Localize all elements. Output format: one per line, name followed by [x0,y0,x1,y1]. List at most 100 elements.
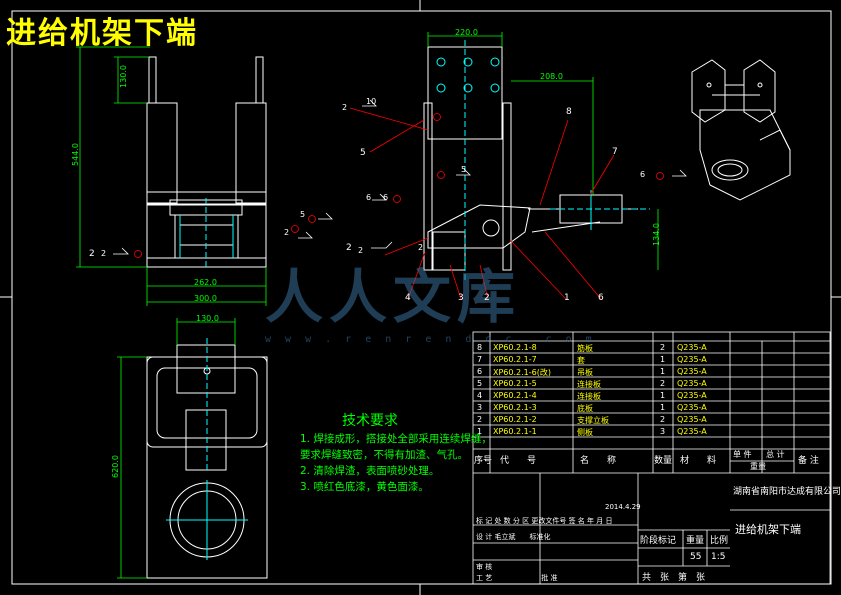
part-balloon: 2 [346,243,352,253]
tech-item: 要求焊缝致密，不得有加渣、气孔。 [300,449,468,461]
header-material: 材 料 [680,456,717,466]
parts-cell-name: 吊板 [577,368,593,377]
drawing-name: 进给机架下端 [735,523,801,536]
parts-cell-no: 7 [477,355,483,364]
parts-cell-no: 1 [477,427,483,436]
parts-cell-code: XP60.2.1-3 [493,403,537,412]
parts-cell-code: XP60.2.1-7 [493,355,537,364]
parts-cell-name: 侧板 [577,428,593,437]
dim-right-offset: 208.0 [540,72,563,81]
parts-cell-material: Q235-A [677,379,707,388]
parts-cell-code: XP60.2.1-8 [493,343,537,352]
weight-value: 55 [690,552,702,562]
header-weight: 重量 [750,462,766,471]
sheet-label: 共 张 第 张 [642,573,706,583]
table-grid [472,331,831,585]
header-qty: 数量 [654,456,673,466]
plan-dimensions [117,318,236,579]
weld-mark: 2 [418,243,424,252]
technical-requirements: 技术要求 1. 焊接成形，搭接处全部采用连续焊缝， 要求焊缝致密，不得有加渣、气… [300,413,492,495]
parts-cell-code: XP60.2.1-4 [493,391,537,400]
parts-cell-name: 筋板 [577,344,593,353]
part-balloon: 2 [484,293,490,303]
parts-cell-no: 2 [477,415,483,424]
header-code: 代 号 [500,456,537,466]
weld-mark: 6 [640,170,646,179]
scale-value: 1:5 [711,552,726,562]
parts-cell-no: 6 [477,367,483,376]
weight-label: 重量 [686,536,705,546]
parts-cell-qty: 1 [660,367,666,376]
weld-mark: 6 [383,193,389,202]
front-dimensions [76,46,267,306]
weld-mark: 2 [342,103,348,112]
parts-cell-material: Q235-A [677,367,707,376]
watermark-text: 人人文库 [265,263,522,331]
parts-cell-code: XP60.2.1-5 [493,379,537,388]
parts-cell-material: Q235-A [677,391,707,400]
part-balloon: 6 [598,293,604,303]
parts-cell-material: Q235-A [677,403,707,412]
weld-mark: 2 [358,246,364,255]
parts-cell-no: 5 [477,379,483,388]
watermark-url: w w w . r e n r e n d o c . c o m [265,334,596,345]
header-name: 名 称 [580,456,617,466]
tech-heading: 技术要求 [342,413,398,429]
row-design: 设 计 毛立斌 标准化 [476,533,551,541]
part-balloon: 8 [566,107,572,117]
header-remark: 备 注 [798,456,819,466]
dim-base-width-1: 262.0 [194,278,217,287]
dim-height-left: 544.0 [70,143,80,166]
header-seq: 序号 [474,456,493,466]
dim-base-width-2: 300.0 [194,294,217,303]
part-balloon: 2 [89,249,95,259]
parts-cell-name: 底板 [577,404,593,413]
row-process: 工 艺 批 准 [476,574,558,582]
dim-plan-width: 130.0 [196,314,219,323]
weld-leader-10: 10 [366,97,377,106]
parts-cell-name: 套 [577,356,585,365]
parts-cell-qty: 2 [660,415,666,424]
parts-cell-material: Q235-A [677,427,707,436]
date: 2014.4.29 [605,503,641,511]
stage-label: 阶段标记 [640,536,677,546]
weld-mark: 5 [461,165,467,174]
parts-cell-no: 4 [477,391,483,400]
parts-cell-qty: 2 [660,343,666,352]
parts-cell-name: 支撑立板 [577,416,609,425]
parts-cell-qty: 1 [660,391,666,400]
parts-cell-code: XP60.2.1-2 [493,415,537,424]
parts-cell-material: Q235-A [677,355,707,364]
weld-mark: 5 [300,210,306,219]
dim-top-width: 220.0 [455,28,478,37]
parts-cell-name: 连接板 [577,392,601,401]
tech-item: 3. 喷红色底漆，黄色面漆。 [300,481,429,493]
parts-cell-qty: 2 [660,379,666,388]
weld-mark: 6 [366,193,372,202]
parts-cell-qty: 1 [660,403,666,412]
parts-cell-material: Q235-A [677,415,707,424]
parts-cell-no: 8 [477,343,483,352]
parts-cell-no: 3 [477,403,483,412]
tech-item: 1. 焊接成形，搭接处全部采用连续焊缝， [300,433,492,445]
header-unit-weight: 单 件 [733,450,752,459]
header-total-weight: 总 计 [766,450,785,459]
row-check: 审 核 [476,563,493,571]
dim-top-left: 130.0 [118,65,128,88]
parts-cell-code: XP60.2.1-6(改) [493,368,551,377]
parts-cell-qty: 3 [660,427,666,436]
scale-label: 比例 [710,536,729,546]
parts-cell-code: XP60.2.1-1 [493,427,537,436]
dim-small-right: 134.0 [651,223,661,246]
side-dimensions [427,32,659,270]
parts-cell-name: 连接板 [577,380,601,389]
weld-mark: 2 [284,228,290,237]
isometric-view [691,59,791,201]
part-balloon: 5 [360,148,366,158]
part-balloon: 7 [612,147,618,157]
part-balloon: 4 [405,293,411,303]
drawing-title: 进给机架下端 [6,16,198,51]
company-name: 湖南省南阳市达成有限公司 [733,487,841,497]
part-balloon: 3 [458,293,464,303]
